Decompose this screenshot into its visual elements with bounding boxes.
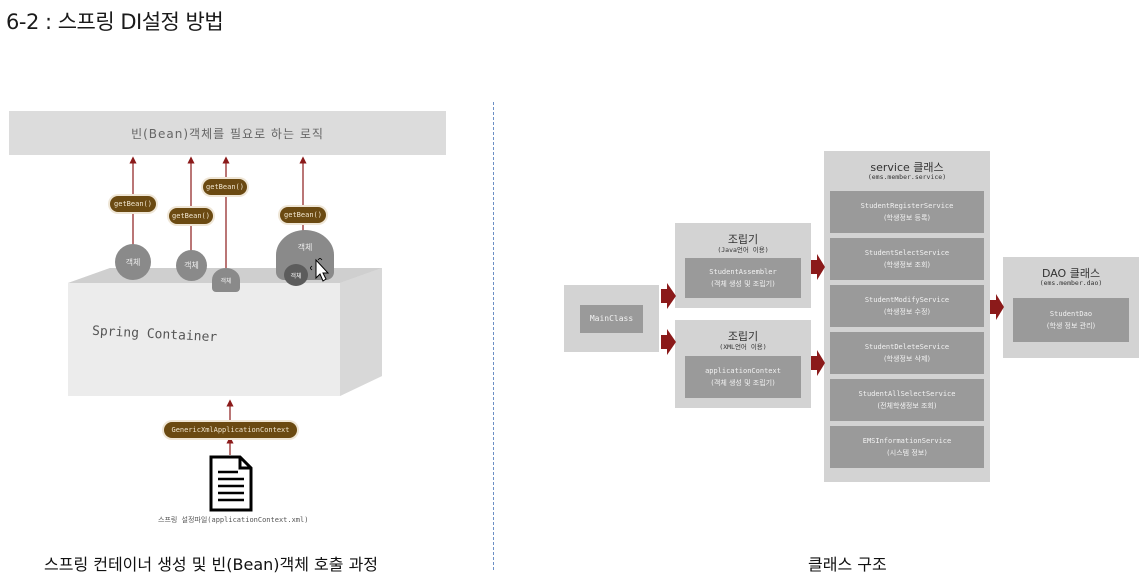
getbean-pill-4: getBean() [280,207,326,223]
arrow-service-to-dao [990,294,1004,320]
service-item-desc: (전체학생정보 조회) [877,402,937,410]
student-dao-desc: (학생 정보 관리) [1046,322,1096,330]
service-sub: (ems.member.service) [867,173,947,181]
service-item-desc: (학생정보 조회) [883,261,931,269]
service-item-name: StudentSelectService [864,249,950,257]
student-assembler-desc: (객체 생성 및 조립기) [711,280,775,288]
service-item-name: StudentRegisterService [860,202,954,210]
service-item-desc: (학생정보 삭제) [883,355,931,363]
getbean-pill-1: getBean() [110,196,156,212]
service-item-desc: (학생정보 수정) [883,308,931,316]
bean-logic-box: 빈(Bean)객체를 필요로 하는 로직 [9,111,446,155]
dao-title: DAO 클래스 [1041,267,1101,280]
service-item-name: StudentModifyService [864,296,950,304]
service-item-select: StudentSelectService (학생정보 조회) [830,238,984,280]
service-item-emsinfo: EMSInformationService (시스템 정보) [830,426,984,468]
arrow-main-to-java [661,283,676,309]
bean-object-2: 객체 [176,250,207,281]
mainclass-label: MainClass [589,314,634,323]
dao-sub: (ems.member.dao) [1039,279,1103,287]
assembler-xml-sub: (XML언어 이용) [719,343,767,351]
assembler-java-title: 조립기 [727,233,759,246]
service-item-desc: (학생정보 등록) [883,214,931,222]
service-item-delete: StudentDeleteService (학생정보 삭제) [830,332,984,374]
assembler-java-sub: (Java언어 이용) [717,246,769,254]
arrow-main-to-xml [661,329,676,355]
service-title: service 클래스 [870,161,944,174]
student-dao-label: StudentDao [1049,310,1093,318]
document-icon [209,455,253,512]
section-divider [493,102,494,570]
student-assembler-label: StudentAssembler [709,268,777,276]
service-item-desc: (시스템 정보) [887,449,927,457]
service-item-modify: StudentModifyService (학생정보 수정) [830,285,984,327]
mainclass-box: MainClass [580,305,643,333]
service-item-register: StudentRegisterService (학생정보 등록) [830,191,984,233]
service-item-name: StudentDeleteService [864,343,950,351]
context-pill: GenericXmlApplicationContext [164,422,297,438]
move-cursor-icon [310,258,330,282]
bean-object-4-inner: 객체 [284,264,308,286]
application-context-label: applicationContext [705,367,781,375]
assembler-xml-title: 조립기 [727,330,759,343]
student-assembler-box: StudentAssembler (객체 생성 및 조립기) [685,258,801,298]
bean-object-3: 객체 [212,268,240,292]
service-item-name: StudentAllSelectService [858,390,956,398]
getbean-pill-2: getBean() [169,208,213,224]
right-caption: 클래스 구조 [808,555,887,574]
service-item-allselect: StudentAllSelectService (전체학생정보 조회) [830,379,984,421]
bean-object-1: 객체 [115,244,151,280]
application-context-box: applicationContext (객체 생성 및 조립기) [685,356,801,398]
page-title: 6-2 : 스프링 DI설정 방법 [6,10,224,34]
service-item-name: EMSInformationService [862,437,952,445]
arrow-xml-to-service [811,350,825,376]
student-dao-box: StudentDao (학생 정보 관리) [1013,298,1129,342]
application-context-desc: (객체 생성 및 조립기) [711,379,775,387]
arrow-java-to-service [811,254,825,280]
getbean-pill-3: getBean() [203,179,247,195]
config-file-label: 스프링 설정파일(applicationContext.xml) [158,516,309,524]
left-caption: 스프링 컨테이너 생성 및 빈(Bean)객체 호출 과정 [44,555,379,574]
